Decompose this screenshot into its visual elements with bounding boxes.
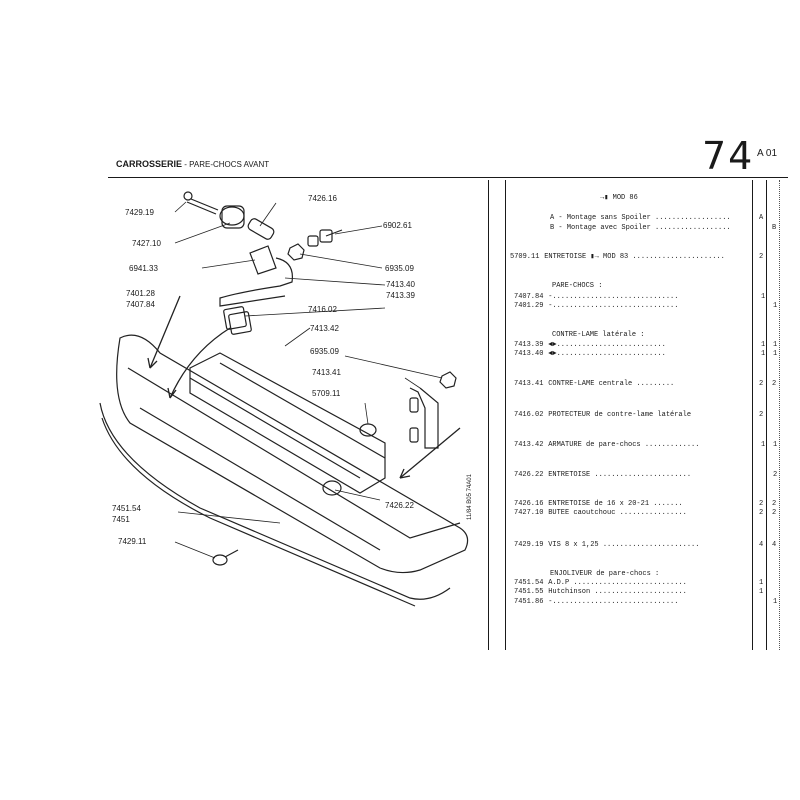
callout-7401-28: 7401.28 — [126, 289, 155, 298]
header-rule — [108, 177, 788, 178]
callout-7413-42: 7413.42 — [310, 324, 339, 333]
part-row: 7416.02 PROTECTEUR de contre-lame latéra… — [514, 411, 692, 419]
part-row: 7427.10 BUTEE caoutchouc ...............… — [514, 509, 687, 517]
callout-7429-11: 7429.11 — [118, 537, 147, 546]
divider-table-left — [505, 180, 506, 650]
leader-lines — [174, 201, 443, 559]
callout-7427-10: 7427.10 — [132, 239, 161, 248]
assembly-arrows — [147, 295, 461, 479]
bracket-drawing — [219, 245, 294, 307]
callout-5709-11: 5709.11 — [312, 389, 341, 398]
protector-drawing — [223, 306, 252, 335]
callout-7413-39: 7413.39 — [386, 291, 415, 300]
section-enjoliveur: ENJOLIVEUR de pare-chocs : — [550, 570, 660, 578]
part-row: 5709.11 ENTRETOISE ▮→ MOD 83 ...........… — [510, 253, 725, 261]
callout-6902-61: 6902.61 — [383, 221, 412, 230]
divider-col-c — [779, 180, 780, 650]
callout-labels: 7429.19 7427.10 6941.33 7401.28 7407.84 … — [112, 194, 415, 546]
callout-6941-33: 6941.33 — [129, 264, 158, 273]
double-arrow-icon: ◄► — [548, 341, 557, 349]
part-row: 7407.84 -.............................. — [514, 293, 679, 301]
nut-drawing — [287, 243, 305, 261]
bolt-7429-19-drawing — [183, 191, 219, 215]
callout-6935-09: 6935.09 — [385, 264, 414, 273]
part-row: 7429.19 VIS 8 x 1,25 ...................… — [514, 541, 700, 549]
callout-7426-22: 7426.22 — [385, 501, 414, 510]
title-main: CARROSSERIE — [116, 159, 183, 169]
divider-col-b — [766, 180, 767, 650]
model-arrow-icon: →▮ — [600, 194, 609, 202]
part-row: 7413.42 ARMATURE de pare-chocs .........… — [514, 441, 700, 449]
bolt-7429-11-drawing — [212, 549, 239, 566]
nut-drawing-2 — [439, 371, 457, 389]
part-row: 7451.54 A.D.P ..........................… — [514, 579, 687, 587]
divider-margin — [488, 180, 489, 650]
callout-6935-09-b: 6935.09 — [310, 347, 339, 356]
montage-a-flag: A — [759, 214, 764, 222]
callout-7426-16: 7426.16 — [308, 194, 337, 203]
callout-7407-84: 7407.84 — [126, 300, 155, 309]
montage-b-flag: B — [772, 224, 777, 232]
section-pare-chocs: PARE-CHOCS : — [552, 282, 603, 290]
part-row: 7451.55 Hutchinson .....................… — [514, 588, 687, 596]
spacer-7426-22-drawing — [322, 480, 342, 496]
spacer-7426-16-drawing — [247, 218, 275, 240]
callout-7413-41: 7413.41 — [312, 368, 341, 377]
page-title: CARROSSERIE - PARE-CHOCS AVANT — [116, 159, 269, 169]
callout-7451-54: 7451.54 — [112, 504, 141, 513]
montage-a: A - Montage sans Spoiler ...............… — [550, 214, 731, 222]
part-row: 7413.41 CONTRE-LAME centrale ......... — [514, 380, 675, 388]
double-arrow-icon: ◄► — [548, 350, 557, 358]
callout-7413-40: 7413.40 — [386, 280, 415, 289]
margin-code: 11/84 B05 74A01 — [467, 474, 473, 520]
exploded-view-diagram: 7429.19 7427.10 6941.33 7401.28 7407.84 … — [99, 191, 469, 607]
montage-b: B - Montage avec Spoiler ...............… — [550, 224, 731, 232]
section-contre-lame: CONTRE-LAME latérale : — [552, 331, 645, 339]
arrow-icon: ▮→ — [590, 253, 599, 261]
part-row: 7451.86 -.............................. — [514, 598, 679, 606]
part-row: 7413.39 ◄►.......................... — [514, 341, 666, 349]
title-sub: - PARE-CHOCS AVANT — [182, 160, 270, 169]
central-blade-drawing — [409, 387, 439, 449]
part-row: 7413.40 ◄►.......................... — [514, 350, 666, 358]
stud-drawing — [307, 229, 343, 247]
armature-drawing — [189, 352, 386, 494]
page-suffix: A 01 — [757, 148, 778, 159]
divider-col-a — [752, 180, 753, 650]
callout-7416-02: 7416.02 — [308, 305, 337, 314]
page-number: 74 — [702, 134, 755, 178]
model-header: →▮ MOD 86 — [600, 194, 638, 202]
part-row: 7426.16 ENTRETOISE de 16 x 20-21 ....... — [514, 500, 683, 508]
rubber-stop-drawing — [219, 205, 245, 229]
part-row: 7426.22 ENTRETOISE .....................… — [514, 471, 692, 479]
bumper-shell-drawing — [99, 334, 469, 607]
model-header-label: MOD 86 — [612, 194, 638, 202]
callout-7429-19: 7429.19 — [125, 208, 154, 217]
part-row: 7401.29 -.............................. — [514, 302, 679, 310]
callout-7451: 7451 — [112, 515, 130, 524]
